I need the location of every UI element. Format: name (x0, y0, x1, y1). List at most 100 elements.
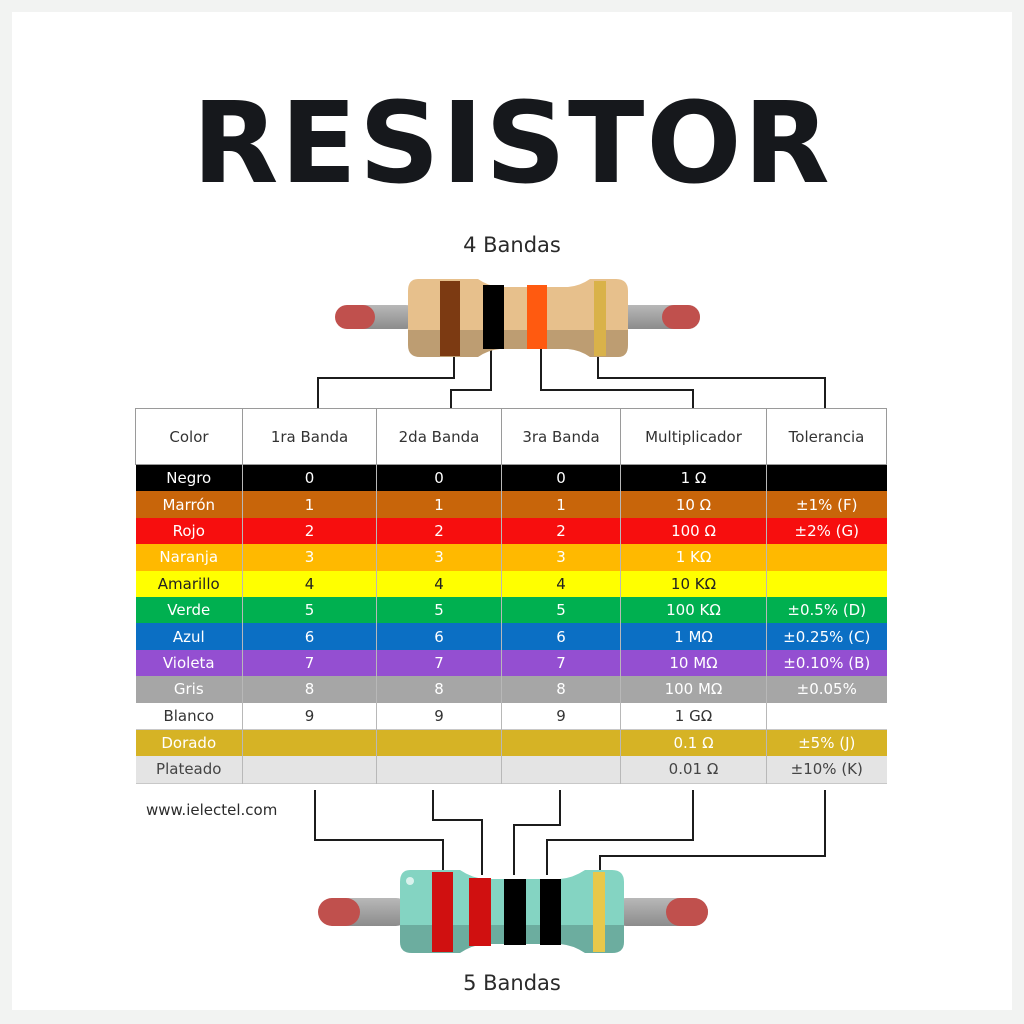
tolerance-cell: ±0.5% (D) (787, 601, 867, 620)
band1-cell: 7 (242, 649, 377, 677)
website-label: www.ielectel.com (146, 801, 278, 819)
color-name-cell: Dorado (135, 729, 243, 757)
resistor-body (408, 279, 628, 357)
color-name-cell: Violeta (135, 649, 243, 677)
band3-cell: 1 (501, 491, 621, 518)
five-band-resistor (318, 870, 708, 953)
connector-band1 (317, 345, 455, 408)
four-band-resistor (335, 279, 700, 357)
band3-cell (501, 756, 621, 784)
band2-cell: 0 (376, 464, 502, 492)
table-header-row: Color 1ra Banda 2da Banda 3ra Banda Mult… (135, 408, 887, 465)
color-name-cell: Gris (135, 676, 243, 703)
header-color: Color (135, 408, 243, 465)
band2-cell: 9 (376, 702, 502, 730)
tolerance-cell (767, 703, 887, 730)
multiplier-cell: 10 KΩ (620, 570, 767, 597)
color-name-cell: Blanco (135, 702, 243, 730)
connector-multiplier (540, 345, 694, 408)
band1-cell: 1 (242, 491, 377, 518)
multiplier-cell: 0.01 Ω (620, 756, 767, 784)
band3-cell: 7 (501, 649, 621, 677)
band2-cell: 2 (376, 517, 502, 545)
band2-cell: 7 (376, 649, 502, 677)
color-name-cell: Negro (135, 464, 243, 492)
four-band-caption: 4 Bandas (463, 233, 561, 257)
header-tolerance: Tolerancia (766, 408, 887, 465)
connector-band2 (450, 345, 492, 408)
band2-cell (376, 729, 502, 757)
multiplier-cell: 0.1 Ω (620, 729, 767, 757)
connector5-band1 (314, 790, 444, 875)
band-multiplier (527, 285, 547, 349)
header-band1: 1ra Banda (242, 408, 377, 465)
band1-cell: 8 (242, 676, 377, 703)
band1-cell: 9 (242, 702, 377, 730)
multiplier-cell: 10 Ω (620, 491, 767, 518)
band1-cell (242, 756, 377, 784)
body-dot (406, 877, 414, 885)
color-name-cell: Azul (135, 623, 243, 650)
tolerance-cell: ±10% (K) (790, 760, 863, 779)
band3-cell: 2 (501, 517, 621, 545)
band2-cell: 4 (376, 570, 502, 597)
band3-cell: 4 (501, 570, 621, 597)
color-code-table: Color 1ra Banda 2da Banda 3ra Banda Mult… (135, 408, 887, 784)
color-name-cell: Amarillo (135, 570, 243, 597)
lead-tip-left-5 (318, 898, 360, 926)
band1-cell (242, 729, 377, 757)
band3-cell: 0 (501, 464, 621, 492)
band2-cell: 5 (376, 596, 502, 624)
tolerance-cell: ±0.10% (B) (783, 653, 871, 672)
band3-cell (501, 729, 621, 757)
tolerance-cell (767, 571, 887, 597)
band1-cell: 6 (242, 623, 377, 650)
band1-cell: 5 (242, 596, 377, 624)
band5-1 (432, 872, 453, 952)
tolerance-cell (767, 544, 887, 570)
band3-cell: 8 (501, 676, 621, 703)
tolerance-cell: ±5% (J) (798, 734, 856, 753)
connector5-band2 (432, 790, 483, 875)
band1-cell: 3 (242, 544, 377, 571)
table-row: Dorado 0.1 Ω ±5% (J) (135, 729, 887, 757)
band3-cell: 9 (501, 702, 621, 730)
tolerance-cell: ±0.25% (C) (783, 627, 871, 646)
band5-tolerance (593, 872, 605, 952)
color-name-cell: Marrón (135, 491, 243, 518)
band2-cell (376, 756, 502, 784)
tolerance-cell: ±1% (F) (796, 495, 858, 514)
band2-cell: 3 (376, 544, 502, 571)
header-band3: 3ra Banda (501, 408, 621, 465)
color-name-cell: Naranja (135, 544, 243, 571)
color-name-cell: Plateado (135, 756, 243, 784)
table-row: Plateado 0.01 Ω ±10% (K) (135, 756, 887, 784)
band5-multiplier (540, 879, 561, 945)
color-name-cell: Verde (135, 596, 243, 624)
multiplier-cell: 1 KΩ (620, 544, 767, 571)
multiplier-cell: 100 MΩ (620, 676, 767, 703)
band-2 (483, 285, 504, 349)
band5-2 (469, 878, 491, 946)
connector-lines-bottom (314, 790, 826, 875)
band2-cell: 8 (376, 676, 502, 703)
multiplier-cell: 100 KΩ (620, 596, 767, 624)
band1-cell: 4 (242, 570, 377, 597)
band-1 (440, 281, 460, 356)
band3-cell: 5 (501, 596, 621, 624)
band-tolerance (594, 281, 606, 356)
band2-cell: 1 (376, 491, 502, 518)
header-multiplier: Multiplicador (620, 408, 767, 465)
band1-cell: 0 (242, 464, 377, 492)
connector5-tolerance (599, 790, 826, 875)
connector-lines-top (317, 345, 826, 408)
multiplier-cell: 100 Ω (620, 517, 767, 545)
